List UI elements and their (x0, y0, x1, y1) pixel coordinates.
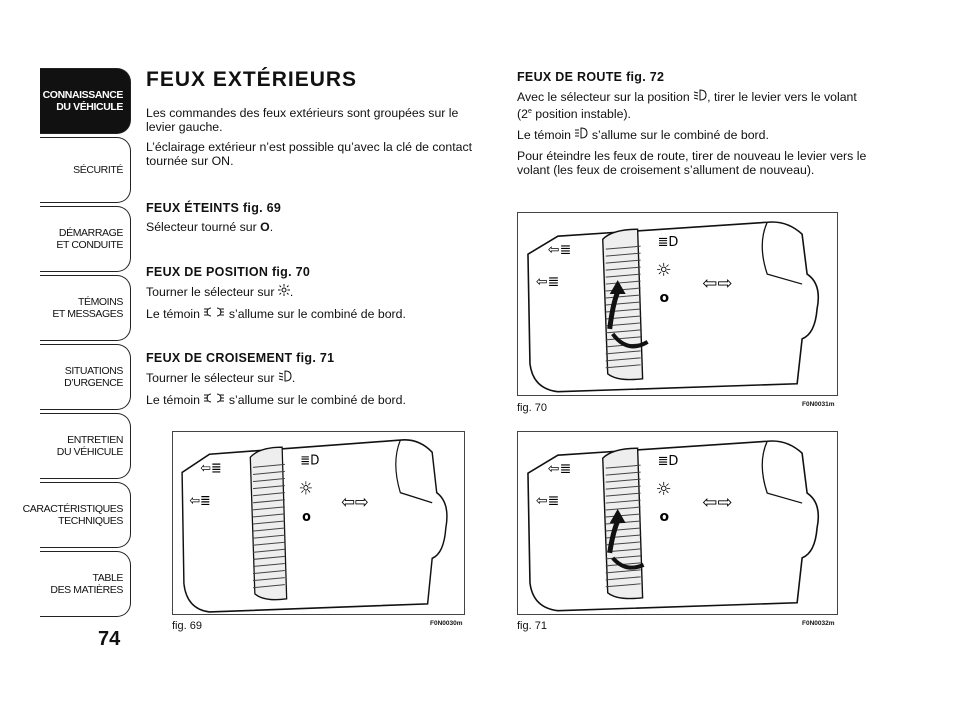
position-lamp-indicator-icon (203, 392, 225, 408)
off-symbol: O (260, 220, 270, 234)
body-text: , tirer le levier vers le volant (2 (517, 90, 857, 122)
body-text: Tourner le sélecteur sur (146, 371, 275, 385)
low-beam-icon (693, 89, 707, 105)
page-number: 74 (98, 628, 121, 650)
section-heading: FEUX DE ROUTE fig. 72 (517, 70, 665, 84)
intro-paragraph-1: Les commandes des feux extérieurs sont g… (146, 106, 459, 134)
section-feux-de-position: FEUX DE POSITION fig. 70 Tourner le séle… (146, 265, 486, 328)
body-text: Le témoin (517, 128, 572, 143)
tab-label-line1: TABLE (92, 572, 124, 584)
tab-label-line1: CARACTÉRISTIQUES (22, 503, 124, 515)
lever-illustration (518, 213, 837, 395)
figure-70 (517, 212, 838, 396)
tab-demarrage-et-conduite[interactable]: DÉMARRAGE ET CONDUITE (40, 206, 131, 272)
body-text: Avec le sélecteur sur la position (517, 90, 690, 104)
tab-label-line2: ET CONDUITE (56, 239, 123, 251)
body-text: s’allume sur le combiné de bord. (591, 128, 769, 143)
section-heading: FEUX DE CROISEMENT fig. 71 (146, 351, 335, 365)
figure-caption: fig. 69 (172, 620, 202, 632)
high-beam-icon (574, 127, 588, 143)
tab-table-des-matieres[interactable]: TABLE DES MATIÈRES (40, 551, 131, 617)
figure-code: F0N0032m (802, 620, 835, 627)
tab-connaissance-du-vehicule[interactable]: CONNAISSANCE DU VÉHICULE (40, 68, 131, 134)
tab-caracteristiques-techniques[interactable]: CARACTÉRISTIQUES TECHNIQUES (23, 482, 131, 548)
figure-caption: fig. 70 (517, 402, 547, 414)
tab-temoins-et-messages[interactable]: TÉMOINS ET MESSAGES (40, 275, 131, 341)
body-text: Tourner le sélecteur sur (146, 285, 275, 299)
tab-label-line1: ENTRETIEN (67, 434, 123, 446)
tab-securite[interactable]: SÉCURITÉ (40, 137, 131, 203)
tab-label-line1: SITUATIONS (64, 365, 124, 377)
position-light-icon (277, 284, 290, 300)
tab-label-line2: DU VÉHICULE (56, 101, 123, 113)
section-feux-eteints: FEUX ÉTEINTS fig. 69 Sélecteur tourné su… (146, 201, 486, 240)
section-feux-de-croisement: FEUX DE CROISEMENT fig. 71 Tourner le sé… (146, 351, 486, 414)
left-column: Les commandes des feux extérieurs sont g… (146, 106, 486, 174)
tab-label-line2: D’URGENCE (64, 377, 123, 389)
tab-entretien-du-vehicule[interactable]: ENTRETIEN DU VÉHICULE (40, 413, 131, 479)
position-lamp-indicator-icon (203, 306, 225, 322)
intro-paragraph-2: L’éclairage extérieur n’est possible qu’… (146, 140, 473, 168)
page-title: FEUX EXTÉRIEURS (146, 68, 358, 91)
tab-label-line1: DÉMARRAGE (58, 227, 123, 239)
superscript: e (527, 108, 532, 115)
tab-label-line2: DES MATIÈRES (50, 584, 123, 596)
tab-label-line1: SÉCURITÉ (73, 164, 123, 176)
tab-label-line1: TÉMOINS (77, 296, 123, 308)
figure-code: F0N0030m (430, 620, 463, 627)
tab-label-line2: ET MESSAGES (52, 308, 123, 320)
section-heading: FEUX DE POSITION fig. 70 (146, 265, 311, 279)
section-heading: FEUX ÉTEINTS fig. 69 (146, 201, 282, 215)
figure-69 (172, 431, 465, 615)
section-feux-de-route: FEUX DE ROUTE fig. 72 Avec le sélecteur … (517, 70, 872, 183)
figure-71 (517, 431, 838, 615)
body-text: Sélecteur tourné sur (146, 220, 257, 234)
body-text: position instable). (531, 107, 631, 122)
tab-label-line2: DU VÉHICULE (56, 446, 124, 458)
body-text: s’allume sur le combiné de bord. (228, 307, 406, 321)
lever-illustration (173, 432, 464, 614)
tab-label-line2: TECHNIQUES (58, 515, 123, 527)
figure-code: F0N0031m (802, 401, 835, 408)
tab-label-line1: CONNAISSANCE (42, 89, 124, 101)
low-beam-icon (278, 370, 292, 386)
body-text: Le témoin (146, 307, 201, 321)
figure-caption: fig. 71 (517, 620, 547, 632)
body-text: Le témoin (146, 393, 201, 407)
body-text: Pour éteindre les feux de route, tirer d… (517, 149, 867, 178)
tab-situations-d-urgence[interactable]: SITUATIONS D’URGENCE (40, 344, 131, 410)
body-text: s’allume sur le combiné de bord. (228, 393, 406, 407)
lever-illustration (518, 432, 837, 614)
